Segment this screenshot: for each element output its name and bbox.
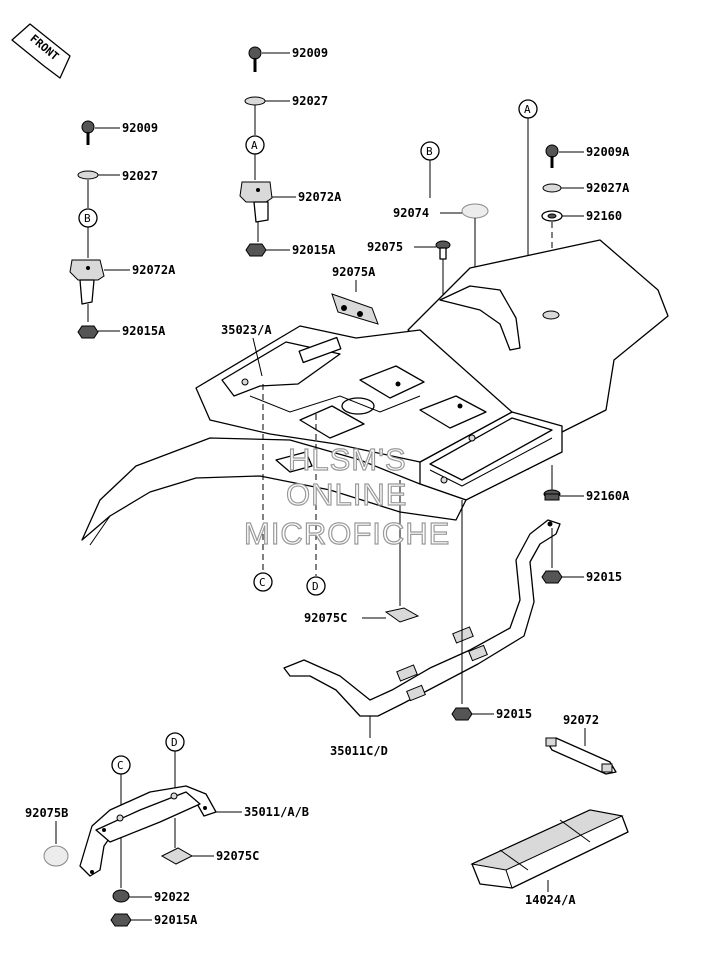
bolt-icon bbox=[248, 46, 262, 72]
svg-text:C: C bbox=[117, 759, 124, 772]
clip-bracket-icon bbox=[239, 181, 273, 223]
svg-text:HLSM'S: HLSM'S bbox=[288, 442, 407, 477]
front-arrow-icon: FRONT bbox=[11, 23, 71, 79]
svg-text:D: D bbox=[312, 580, 319, 593]
callout-b-center: B bbox=[420, 141, 440, 161]
rubber-pad-icon bbox=[384, 607, 420, 623]
rubber-stop-icon bbox=[435, 240, 451, 260]
fender-bracket-35011cd bbox=[283, 519, 561, 717]
callout-d-lower: D bbox=[165, 732, 185, 752]
clip-bracket-icon bbox=[69, 259, 105, 305]
nut-icon bbox=[451, 707, 473, 721]
part-label-14024a: 14024/A bbox=[525, 893, 576, 907]
svg-text:C: C bbox=[259, 576, 266, 589]
part-label-92027a: 92027A bbox=[586, 181, 630, 195]
part-label-92160a: 92160A bbox=[586, 489, 630, 503]
grommet-icon bbox=[543, 489, 561, 501]
nut-icon bbox=[77, 325, 99, 339]
part-label-35011cd: 35011C/D bbox=[330, 744, 388, 758]
tool-kit-pad bbox=[470, 809, 629, 889]
part-label-92015-lower: 92015 bbox=[496, 707, 532, 721]
svg-text:B: B bbox=[426, 145, 433, 158]
part-label-92022: 92022 bbox=[154, 890, 190, 904]
part-label-92015a-top: 92015A bbox=[292, 243, 336, 257]
part-label-92009-left: 92009 bbox=[122, 121, 158, 135]
svg-text:MICROFICHE: MICROFICHE bbox=[244, 516, 450, 551]
part-label-35011ab: 35011/A/B bbox=[244, 805, 309, 819]
svg-text:A: A bbox=[524, 103, 531, 116]
part-label-92075c-lower: 92075C bbox=[216, 849, 259, 863]
svg-text:D: D bbox=[171, 736, 178, 749]
washer-icon bbox=[244, 96, 266, 106]
plug-cap-icon bbox=[461, 203, 489, 219]
washer-icon bbox=[112, 889, 130, 903]
washer-icon bbox=[542, 183, 562, 193]
nut-icon bbox=[541, 570, 563, 584]
part-label-92160: 92160 bbox=[586, 209, 622, 223]
watermark: HLSM'S ONLINE MICROFICHE bbox=[243, 441, 450, 551]
callout-c-lower: C bbox=[111, 755, 131, 775]
washer-icon bbox=[77, 170, 99, 180]
part-label-92015a-left: 92015A bbox=[122, 324, 166, 338]
fender-bracket-35011ab bbox=[79, 785, 217, 877]
part-label-35023a: 35023/A bbox=[221, 323, 272, 337]
svg-text:B: B bbox=[84, 212, 91, 225]
part-label-92027-top: 92027 bbox=[292, 94, 328, 108]
bolt-icon bbox=[545, 144, 559, 168]
callout-b-left: B bbox=[78, 208, 98, 228]
svg-text:A: A bbox=[251, 139, 258, 152]
rubber-pad-icon bbox=[160, 847, 194, 865]
part-label-92074: 92074 bbox=[393, 206, 429, 220]
rubber-cap-icon bbox=[43, 845, 69, 867]
part-label-92015-right: 92015 bbox=[586, 570, 622, 584]
washer-icon bbox=[541, 210, 563, 222]
part-label-92009-top: 92009 bbox=[292, 46, 328, 60]
part-label-92009a: 92009A bbox=[586, 145, 630, 159]
part-label-92075a: 92075A bbox=[332, 265, 376, 279]
callout-c-center: C bbox=[253, 572, 273, 592]
rubber-strap-icon bbox=[545, 737, 617, 775]
part-label-92015a-lower: 92015A bbox=[154, 913, 198, 927]
rear-fender bbox=[81, 239, 669, 546]
nut-icon bbox=[245, 243, 267, 257]
callout-a-top: A bbox=[245, 135, 265, 155]
callout-d-center: D bbox=[306, 576, 326, 596]
part-label-92075c-center: 92075C bbox=[304, 611, 347, 625]
part-label-92072a-top: 92072A bbox=[298, 190, 342, 204]
svg-text:ONLINE: ONLINE bbox=[286, 477, 407, 512]
callout-a-right: A bbox=[518, 99, 538, 119]
part-label-92027-left: 92027 bbox=[122, 169, 158, 183]
part-label-92075: 92075 bbox=[367, 240, 403, 254]
nut-icon bbox=[110, 913, 132, 927]
rubber-pad-icon bbox=[331, 293, 379, 325]
bolt-icon bbox=[81, 120, 95, 145]
part-label-92075b: 92075B bbox=[25, 806, 68, 820]
part-label-92072a-left: 92072A bbox=[132, 263, 176, 277]
part-label-92072: 92072 bbox=[563, 713, 599, 727]
